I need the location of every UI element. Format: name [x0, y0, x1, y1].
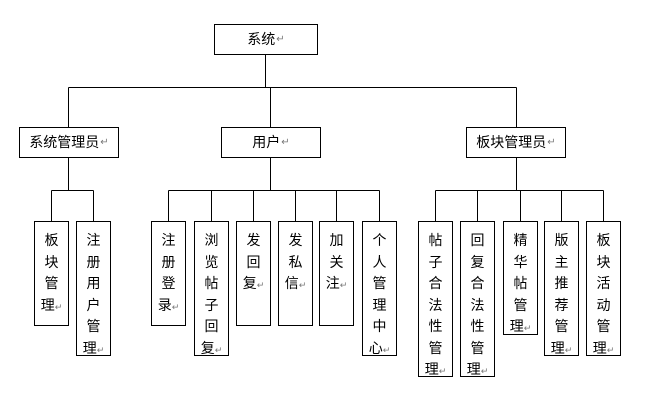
leaf-node: 注册登录 [151, 221, 186, 326]
leaf-node: 加关注 [319, 221, 354, 326]
leaf-node-label: 板块管理 [41, 231, 63, 319]
leaf-node-label: 个人管理中心 [369, 231, 391, 362]
leaf-node: 版主推荐管理 [544, 221, 579, 357]
leaf-node-label: 注册用户管理 [83, 231, 105, 362]
branch-node-user: 用户↵ [221, 127, 321, 158]
leaf-node-label: 版主推荐管理 [551, 231, 573, 362]
leaf-node: 板块管理 [34, 221, 69, 326]
root-node-label: 系统 [247, 31, 276, 48]
leaf-node: 注册用户管理 [76, 221, 111, 357]
leaf-node: 发回复 [236, 221, 271, 326]
branch-node-label: 用户 [252, 134, 281, 151]
leaf-node-label: 注册登录 [158, 231, 180, 319]
branch-node-system-admin: 系统管理员↵ [19, 127, 119, 158]
branch-node-label: 系统管理员 [29, 134, 100, 151]
leaf-node-label: 发私信 [285, 231, 307, 298]
paragraph-mark-icon: ↵ [281, 136, 290, 148]
leaf-node-label: 帖子合法性管理 [425, 231, 447, 384]
leaf-node-label: 精华帖管理 [510, 231, 532, 341]
paragraph-mark-icon: ↵ [547, 136, 556, 148]
leaf-node: 个人管理中心 [362, 221, 397, 357]
paragraph-mark-icon: ↵ [276, 33, 285, 45]
leaf-node: 帖子合法性管理 [418, 221, 453, 378]
leaf-node-label: 板块活动管理 [593, 231, 615, 362]
leaf-node-label: 浏览帖子回复 [201, 231, 223, 362]
leaf-node: 精华帖管理 [503, 221, 538, 335]
leaf-node-label: 发回复 [243, 231, 265, 298]
leaf-node: 发私信 [278, 221, 313, 326]
leaf-node: 板块活动管理 [586, 221, 621, 357]
leaf-node-label: 回复合法性管理 [467, 231, 489, 384]
leaf-node: 浏览帖子回复 [194, 221, 229, 357]
branch-node-label: 板块管理员 [476, 134, 547, 151]
paragraph-mark-icon: ↵ [100, 136, 109, 148]
leaf-node-label: 加关注 [326, 231, 348, 298]
leaf-node: 回复合法性管理 [460, 221, 495, 378]
branch-node-board-admin: 板块管理员↵ [466, 127, 566, 158]
root-node: 系统↵ [214, 24, 318, 55]
